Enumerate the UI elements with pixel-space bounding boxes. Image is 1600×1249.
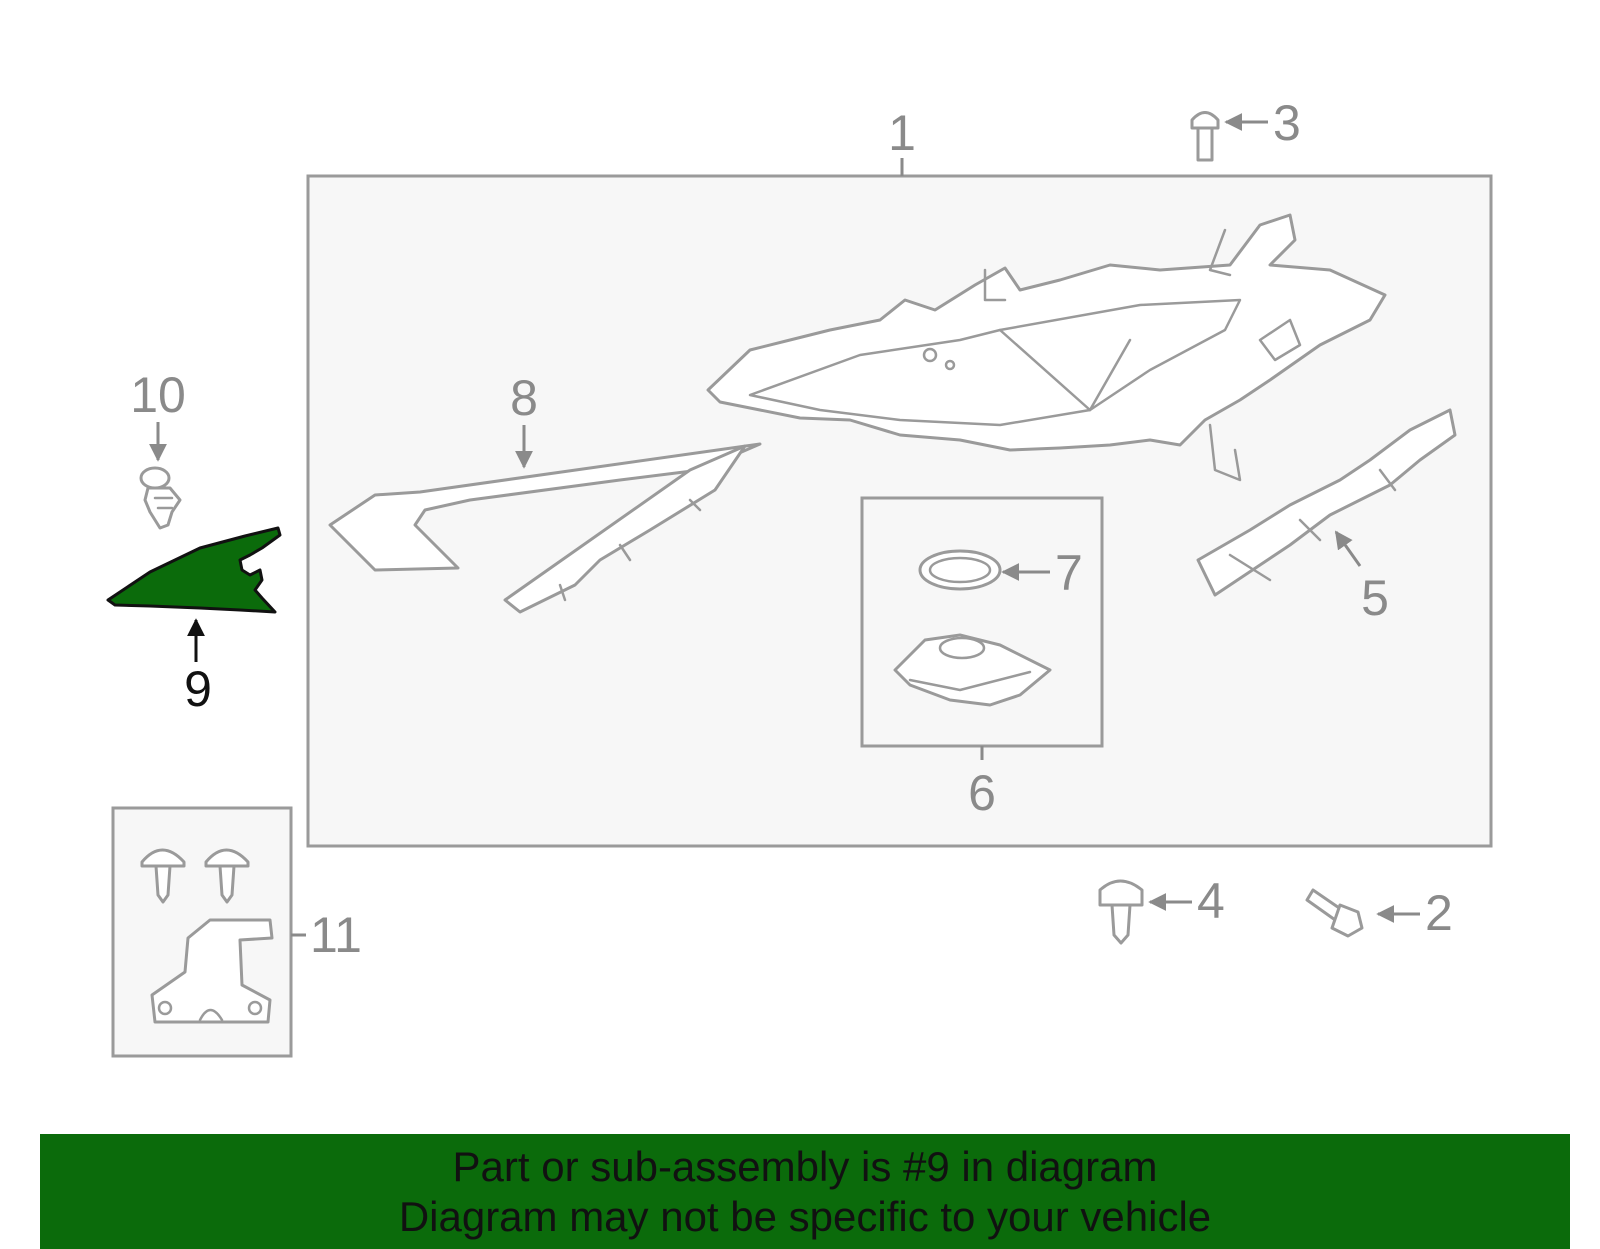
part-9-highlighted-drawing [106,526,282,614]
part-2-bolt-drawing [1305,888,1364,938]
part-6-subassembly-box [860,496,1104,748]
callout-3: 3 [1273,95,1301,151]
callout-6: 6 [968,765,996,821]
callout-7: 7 [1055,545,1083,601]
callout-8: 8 [510,370,538,426]
part-10-clip-drawing [139,466,182,530]
part-6-ballast-drawing [893,633,1052,707]
headlamp-housing-drawing [706,213,1387,482]
callout-5: 5 [1361,570,1389,626]
banner-line-2: Diagram may not be specific to your vehi… [398,1192,1212,1240]
part-5-socket-drawing [1196,408,1457,597]
part-4-clip-drawing [1098,879,1144,945]
part-7-seal-ring [918,549,1002,591]
part-11-kit-drawing [140,848,274,1024]
part-8-garnish-drawing [328,442,762,614]
callout-2: 2 [1425,885,1453,941]
callout-10: 10 [130,367,186,423]
callout-1: 1 [888,105,916,161]
callout-9: 9 [184,661,212,717]
callout-11: 11 [310,907,362,963]
info-banner: Part or sub-assembly is #9 in diagram Di… [40,1134,1570,1249]
part-3-screw-drawing [1190,111,1220,162]
banner-line-1: Part or sub-assembly is #9 in diagram [452,1142,1158,1190]
callout-4: 4 [1197,873,1225,929]
